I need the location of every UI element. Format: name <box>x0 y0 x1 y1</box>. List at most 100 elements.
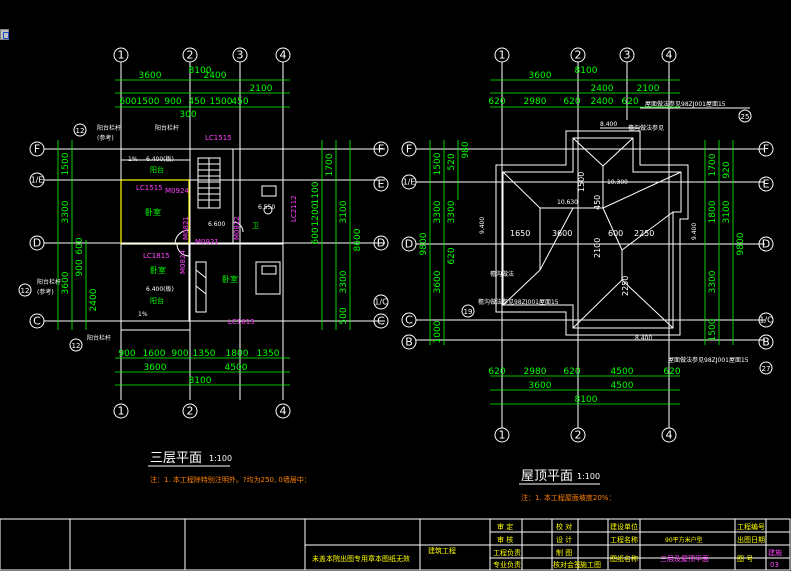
roof-bottom-dimensions: 620 2980 620 4500 620 3600 4500 8100 <box>488 367 680 405</box>
note-balcony-b: (参考) <box>97 134 114 142</box>
label-lc1515-top: LC1515 <box>205 134 232 142</box>
axis-F-right: F <box>378 143 384 156</box>
roof-note-d: 檐沟做法参见98ZJ001屋面15 <box>478 298 559 306</box>
dim-8100: 8100 <box>189 66 212 76</box>
roof-axis-3: 3 <box>624 49 631 62</box>
roof-d600: 600 <box>608 229 623 238</box>
title-block: 未盖本院出图专用章本图纸无效 建筑工程 审 定 校 对 建设单位 90平方米户型… <box>0 518 791 571</box>
roof-dim-r-1500: 1500 <box>708 318 718 341</box>
note-third-floor: 注：1. 本工程除特别注明外。?均为250, 0墙居中： <box>150 475 311 484</box>
title-roof-scale: 1:100 <box>577 472 600 481</box>
ref-12-top: 12 <box>76 127 85 135</box>
tb-r1-c2: 校 对 <box>556 522 572 531</box>
roof-dim-620b: 620 <box>563 97 580 107</box>
elev-bottom: 6.400(板) <box>146 285 174 293</box>
dim-v-600: 600 <box>75 237 85 254</box>
dim-v-1500: 1500 <box>61 152 71 175</box>
tb-r1-c5: 工程编号 <box>737 522 765 531</box>
dim-v-2400: 2400 <box>89 288 99 311</box>
roof-dim-3600: 3600 <box>529 71 552 81</box>
axis-E-right: E <box>378 178 385 191</box>
axis-3: 3 <box>237 49 244 62</box>
left-row-axes: F 1/E D C F E D 1/C C <box>29 141 389 329</box>
roof-elev-peak: 10.630 <box>557 199 578 206</box>
label-lc1815-left: LC1815 <box>143 252 170 260</box>
axis-1: 1 <box>118 49 125 62</box>
dim-1500a: 1500 <box>137 97 160 107</box>
roof-axis-E-right: E <box>763 178 770 191</box>
left-side-dimensions: 1500 3300 3600 900 600 2400 <box>57 140 99 330</box>
tb-r3-c1: 工程负责 <box>493 548 521 557</box>
roof-dim-l-3300b: 3300 <box>447 200 457 223</box>
dim-1500b: 1500 <box>210 97 233 107</box>
roof-dim-620a: 620 <box>488 97 505 107</box>
roof-note-b: 檐沟做法参见 <box>628 124 664 132</box>
slope-bottom: 1% <box>138 311 148 318</box>
room-balcony-top: 阳台 <box>150 165 164 174</box>
roof-note-a: 屋面做法参见98ZJ001屋面15 <box>645 100 726 108</box>
dim-r-8600: 8600 <box>353 228 363 251</box>
dim-b-3600: 3600 <box>144 363 167 373</box>
slope-top: 1% <box>128 156 138 163</box>
roof-elev-left: 9.400 <box>479 217 486 234</box>
dim-900: 900 <box>164 97 181 107</box>
roof-dim-2400b: 2400 <box>591 97 614 107</box>
dim-2100: 2100 <box>250 84 273 94</box>
roof-dim-r-3100: 3100 <box>722 200 732 223</box>
label-m0822: M0822 <box>233 216 241 240</box>
dim-v-3600: 3600 <box>61 271 71 294</box>
ref-12-left: 12 <box>21 287 30 295</box>
right-axis-bubbles: 1 2 3 4 1 2 4 <box>494 47 677 443</box>
axis-C-left: C <box>33 315 41 328</box>
dim-b-1350b: 1350 <box>257 349 280 359</box>
dim-r-1700: 1700 <box>325 153 335 176</box>
dim-3600: 3600 <box>139 71 162 81</box>
room-bedroom-3: 卧室 <box>222 274 238 284</box>
roof-dim-b-620c: 620 <box>663 367 680 377</box>
roof-axis-1C-right: 1/C <box>759 316 773 325</box>
left-plan-walls <box>120 148 284 331</box>
roof-dim-l-3600: 3600 <box>433 270 443 293</box>
roof-labels: 8.400 10.300 10.630 9.400 9.400 8.400 16… <box>461 100 773 375</box>
label-lc2112: LC2112 <box>290 195 298 222</box>
roof-note-c: 檐沟做法 <box>490 270 514 278</box>
title-third-floor: 三层平面 <box>150 451 202 466</box>
roof-axis-2: 2 <box>575 49 582 62</box>
label-m0821: M0821 <box>182 216 190 240</box>
roof-d2250: 2250 <box>634 229 654 238</box>
left-plan-labels: LC1515 LC1515 M0924 LC1815 LC1815 LC2112… <box>18 123 298 352</box>
viewport-button[interactable] <box>0 29 9 40</box>
roof-dim-l-620: 620 <box>447 247 457 264</box>
roof-elev-mid: 10.300 <box>607 179 628 186</box>
roof-d450: 450 <box>593 195 602 210</box>
roof-dim-r-1800: 1800 <box>708 200 718 223</box>
tb-r1-c1: 审 定 <box>497 522 513 531</box>
left-plan-right-dimensions: 1700 3100 3300 500 600 1200 1100 8600 <box>311 140 363 330</box>
dim-v-900: 900 <box>75 259 85 276</box>
axis-2-bottom: 2 <box>187 405 194 418</box>
note-balcony-e: 阳台栏杆 <box>87 334 111 342</box>
room-balcony-bottom: 阳台 <box>150 296 164 305</box>
tb-r4-c4: 图纸名称 <box>610 554 638 563</box>
tb-r4-c7: 建施 <box>768 548 782 557</box>
roof-ref-25: 25 <box>741 113 750 121</box>
roof-dim-b-4500b: 4500 <box>611 381 634 391</box>
tb-r3-c2: 制 图 <box>556 548 572 557</box>
roof-dim-l-980: 980 <box>461 141 471 158</box>
left-top-dimensions: 3600 2400 2100 8100 600 1500 900 450 150… <box>115 66 290 120</box>
dim-r-3300: 3300 <box>339 270 349 293</box>
tb-r2-c2: 设 计 <box>556 535 572 544</box>
roof-outline <box>495 130 689 336</box>
roof-dim-b-3600: 3600 <box>529 381 552 391</box>
right-row-axes: F 1/E D C B F E D 1/C B <box>401 141 774 350</box>
roof-axis-F-left: F <box>406 143 412 156</box>
tb-r4-c6: 图 号 <box>737 555 753 563</box>
roof-axis-1: 1 <box>499 49 506 62</box>
roof-dim-l-1000: 1000 <box>433 320 443 343</box>
title-roof: 屋顶平面 <box>521 469 573 484</box>
roof-dim-l-3300: 3300 <box>433 200 443 223</box>
tb-r4-c3: 施工图 <box>580 560 601 569</box>
roof-dim-b-620b: 620 <box>563 367 580 377</box>
roof-axis-2-bottom: 2 <box>575 429 582 442</box>
